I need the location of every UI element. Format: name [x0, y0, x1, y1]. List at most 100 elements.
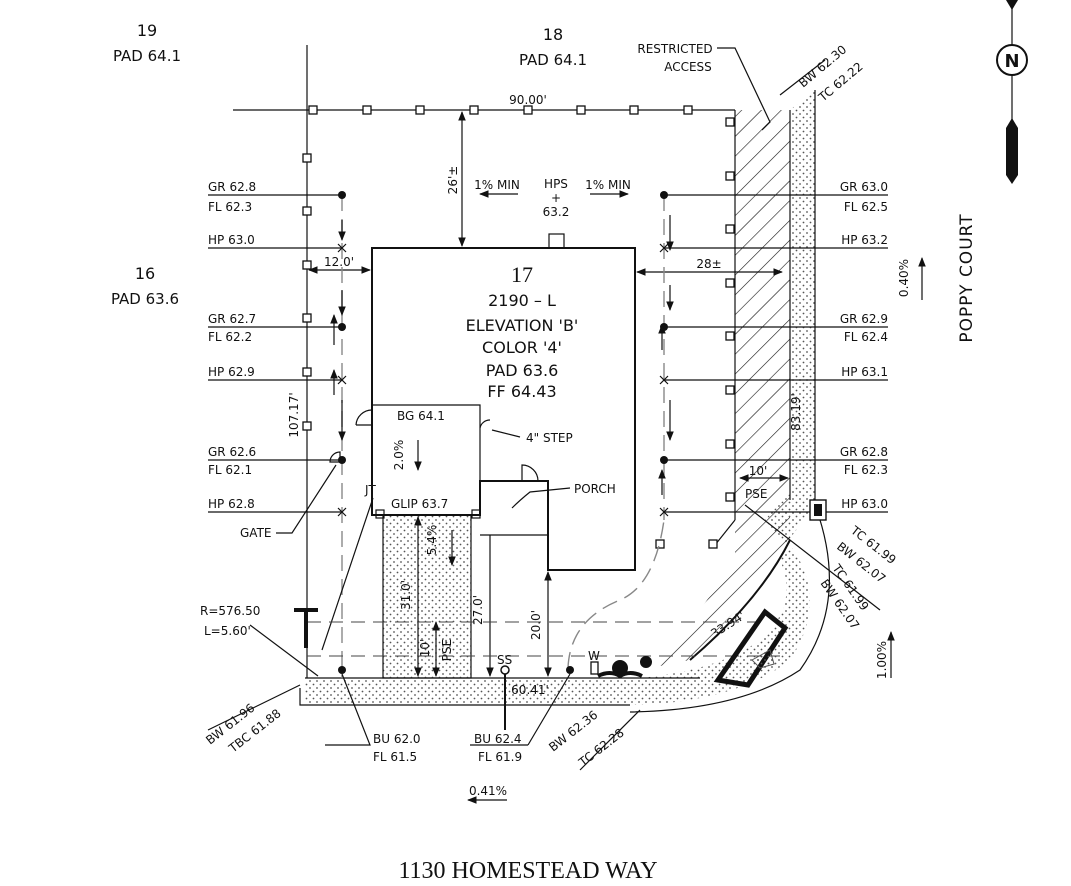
fence-post: [523, 105, 533, 115]
house-lot-number: 17: [511, 262, 533, 287]
left-length-dim: 107.17': [287, 392, 301, 437]
right-grade-4a: HP 63.1: [841, 365, 888, 379]
min-right: 1% MIN: [585, 178, 631, 192]
right-grade-labels: GR 63.0 FL 62.5 HP 63.2 GR 62.9 FL 62.4 …: [664, 180, 888, 513]
right-grade-2a: HP 63.2: [841, 233, 888, 247]
porch-label: PORCH: [574, 482, 616, 496]
fence-post: [725, 117, 735, 127]
north-arrow-icon: N: [996, 0, 1028, 184]
planter-outline: [713, 608, 789, 688]
drive-10-dim: 10': [418, 639, 432, 658]
right-length-dim: 83.19': [789, 393, 803, 431]
sidewalk-front: [305, 678, 640, 705]
lot18-number: 18: [543, 25, 563, 44]
left-side-dim: 12.0': [324, 255, 354, 269]
top-width-dim: 90.00': [509, 93, 547, 107]
lot19-number: 19: [137, 21, 157, 40]
fence-post: [725, 492, 735, 502]
hps-value: 63.2: [543, 205, 570, 219]
left-grade-4a: HP 62.9: [208, 365, 255, 379]
water-meter-icon: [590, 661, 599, 675]
left-grade-labels: GR 62.8 FL 62.3 HP 63.0 GR 62.7 FL 62.2 …: [208, 180, 342, 513]
front-setback-dim: 26'±: [446, 166, 460, 195]
fence-post: [725, 224, 735, 234]
glip-label: GLIP 63.7: [391, 497, 448, 511]
svg-text:N: N: [1004, 51, 1019, 72]
fence-post: [725, 385, 735, 395]
min-left: 1% MIN: [474, 178, 520, 192]
fence-post: [708, 539, 718, 549]
fence-post: [308, 105, 318, 115]
right-grade-markers: [659, 191, 669, 517]
fence-post: [725, 171, 735, 181]
w-label: W: [588, 649, 600, 663]
house-color: COLOR '4': [482, 338, 562, 357]
fence-post: [683, 105, 693, 115]
right-grade-5a: GR 62.8: [840, 445, 888, 459]
slope-041-label: 0.41%: [469, 784, 507, 798]
house-plan: 2190 – L: [488, 291, 556, 310]
slope-2-label: 2.0%: [392, 440, 406, 471]
fence-post: [302, 260, 312, 270]
street-name: POPPY COURT: [957, 213, 977, 342]
house-ff: FF 64.43: [487, 382, 556, 401]
left-grade-6a: HP 62.8: [208, 497, 255, 511]
bu-624-label: BU 62.4: [474, 732, 522, 746]
jt-label: JT: [364, 483, 377, 497]
left-grade-3b: FL 62.2: [208, 330, 252, 344]
front-width-dim: 60.41': [511, 683, 549, 697]
bu-620-label: BU 62.0: [373, 732, 421, 746]
fence-post: [725, 439, 735, 449]
fence-post: [302, 421, 312, 431]
gate-label: GATE: [240, 526, 272, 540]
restricted-label: RESTRICTED: [637, 42, 712, 56]
house-pad: PAD 63.6: [486, 361, 559, 380]
left-grade-5a: GR 62.6: [208, 445, 256, 459]
fence-post: [302, 313, 312, 323]
fence-post: [629, 105, 639, 115]
left-grade-5b: FL 62.1: [208, 463, 252, 477]
pse-drive-label: PSE: [440, 639, 454, 661]
left-grade-1b: FL 62.3: [208, 200, 252, 214]
right-grade-6a: HP 63.0: [841, 497, 888, 511]
restricted-strip: [640, 110, 790, 670]
right-grade-3b: FL 62.4: [844, 330, 888, 344]
driveway: [382, 514, 472, 679]
drive-27-dim: 27.0': [471, 595, 485, 625]
slope-040-label: 0.40%: [897, 259, 911, 297]
arc-length-label: L=5.60': [204, 624, 251, 638]
step-label: 4" STEP: [526, 431, 573, 445]
bg-label: BG 64.1: [397, 409, 445, 423]
street-light-icon: [294, 608, 318, 648]
fence-post: [415, 105, 425, 115]
lot16-pad: PAD 63.6: [111, 290, 179, 308]
left-grade-3a: GR 62.7: [208, 312, 256, 326]
right-grade-3a: GR 62.9: [840, 312, 888, 326]
slope-100-label: 1.00%: [875, 641, 889, 679]
house-elevation: ELEVATION 'B': [466, 316, 579, 335]
fence-post: [576, 105, 586, 115]
fence-post: [302, 367, 312, 377]
access-label: ACCESS: [664, 60, 712, 74]
right-side-dim: 28±: [696, 257, 721, 271]
lot19-pad: PAD 64.1: [113, 47, 181, 65]
fl-619-label: FL 61.9: [478, 750, 522, 764]
right-grade-1b: FL 62.5: [844, 200, 888, 214]
fence-post: [655, 539, 665, 549]
pse-width-dim: 10': [749, 464, 768, 478]
left-grade-1a: GR 62.8: [208, 180, 256, 194]
drive-20-dim: 20.0': [529, 610, 543, 640]
fence-post: [725, 331, 735, 341]
hps-plus: +: [551, 191, 561, 205]
right-grade-1a: GR 63.0: [840, 180, 888, 194]
fence-post: [469, 105, 479, 115]
drive-31-dim: 31.0': [399, 580, 413, 610]
fl-615-label: FL 61.5: [373, 750, 417, 764]
ss-label: SS: [497, 653, 512, 667]
lot18-pad: PAD 64.1: [519, 51, 587, 69]
radius-label: R=576.50: [200, 604, 260, 618]
hps-label: HPS: [544, 177, 568, 191]
left-grade-2a: HP 63.0: [208, 233, 255, 247]
plan-title: 1130 HOMESTEAD WAY: [398, 858, 657, 884]
